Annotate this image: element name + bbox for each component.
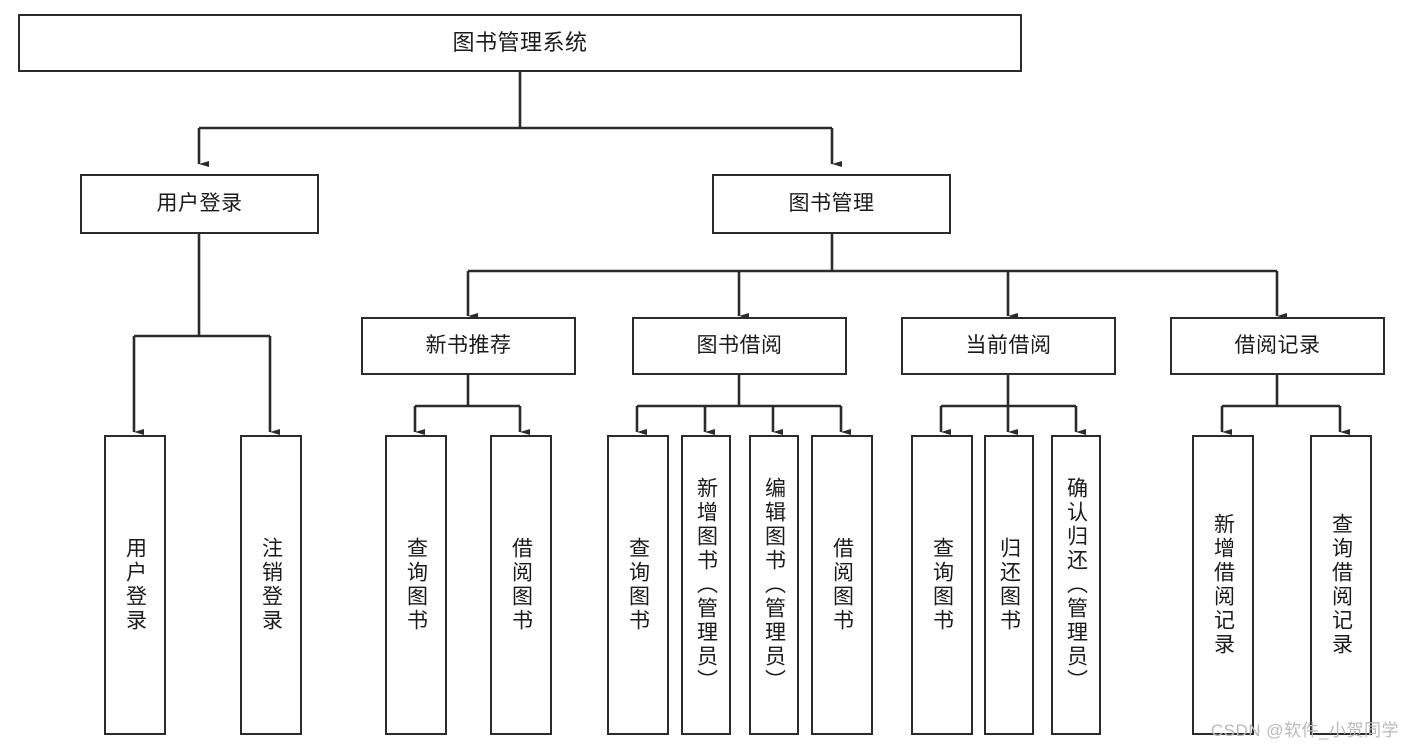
- leaf-new-book-query[interactable]: 查询图书: [385, 435, 447, 735]
- node-book-management[interactable]: 图书管理: [712, 174, 951, 234]
- node-borrow-record-label: 借阅记录: [1234, 333, 1321, 357]
- watermark: CSDN @软件_小贺同学: [1210, 721, 1399, 740]
- node-borrow-record[interactable]: 借阅记录: [1170, 317, 1385, 375]
- leaf-book-borrow-query[interactable]: 查询图书: [607, 435, 669, 735]
- leaf-book-borrow-add[interactable]: 新增图书（管理员）: [681, 435, 731, 735]
- node-user-login[interactable]: 用户登录: [80, 174, 319, 234]
- leaf-label: 查询借阅记录: [1329, 513, 1353, 657]
- leaf-book-borrow-lend[interactable]: 借阅图书: [811, 435, 873, 735]
- leaf-current-borrow-return[interactable]: 归还图书: [984, 435, 1034, 735]
- node-root[interactable]: 图书管理系统: [18, 14, 1022, 72]
- node-book-management-label: 图书管理: [788, 191, 875, 215]
- leaf-label: 注销登录: [259, 537, 283, 633]
- leaf-label: 新增图书（管理员）: [694, 477, 718, 693]
- leaf-label: 查询图书: [626, 537, 650, 633]
- node-current-borrow[interactable]: 当前借阅: [901, 317, 1116, 375]
- leaf-label: 归还图书: [997, 537, 1021, 633]
- node-current-borrow-label: 当前借阅: [965, 333, 1052, 357]
- node-root-label: 图书管理系统: [452, 30, 588, 56]
- leaf-label: 查询图书: [404, 537, 428, 633]
- node-new-book-recommend[interactable]: 新书推荐: [361, 317, 576, 375]
- leaf-label: 借阅图书: [509, 537, 533, 633]
- leaf-user-login-login[interactable]: 用户登录: [104, 435, 166, 735]
- node-book-borrow[interactable]: 图书借阅: [632, 317, 847, 375]
- leaf-user-login-logout[interactable]: 注销登录: [240, 435, 302, 735]
- leaf-borrow-record-query[interactable]: 查询借阅记录: [1310, 435, 1372, 735]
- node-book-borrow-label: 图书借阅: [696, 333, 783, 357]
- leaf-label: 新增借阅记录: [1211, 513, 1235, 657]
- leaf-new-book-borrow[interactable]: 借阅图书: [490, 435, 552, 735]
- leaf-current-borrow-query[interactable]: 查询图书: [911, 435, 973, 735]
- leaf-current-borrow-confirm-return[interactable]: 确认归还（管理员）: [1051, 435, 1101, 735]
- leaf-label: 确认归还（管理员）: [1064, 477, 1088, 693]
- node-new-book-recommend-label: 新书推荐: [425, 333, 512, 357]
- leaf-label: 查询图书: [930, 537, 954, 633]
- leaf-label: 借阅图书: [830, 537, 854, 633]
- leaf-label: 编辑图书（管理员）: [762, 477, 786, 693]
- node-user-login-label: 用户登录: [156, 191, 243, 215]
- leaf-book-borrow-edit[interactable]: 编辑图书（管理员）: [749, 435, 799, 735]
- leaf-label: 用户登录: [123, 537, 147, 633]
- leaf-borrow-record-add[interactable]: 新增借阅记录: [1192, 435, 1254, 735]
